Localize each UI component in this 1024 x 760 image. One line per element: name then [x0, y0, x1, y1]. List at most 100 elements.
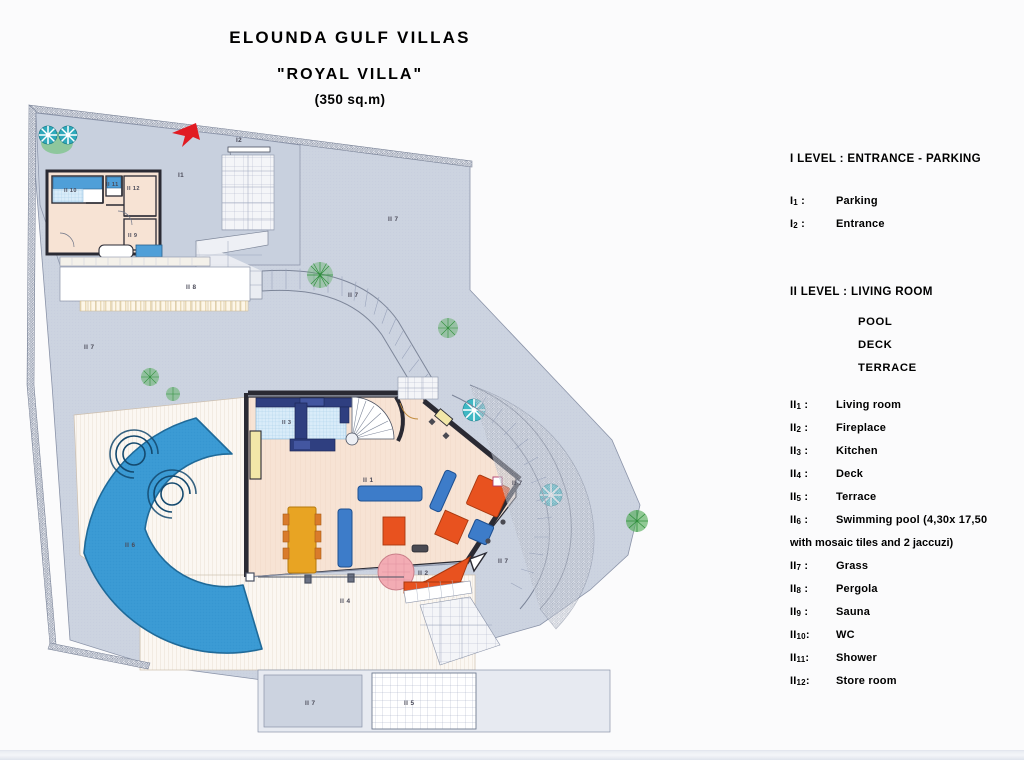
plan-label-pool: II 6 [125, 542, 136, 549]
legend-level1-heading: I LEVEL : ENTRANCE - PARKING [790, 152, 982, 165]
legend-key-swimming-pool: II6 : [790, 514, 809, 526]
legend-label-fireplace: Fireplace [836, 422, 887, 434]
plan-label-entrance: I2 [236, 137, 242, 144]
palm-tree-icon [38, 125, 58, 145]
legend-key-fireplace: II2 : [790, 422, 809, 434]
legend-level2-heading: II LEVEL : LIVING ROOM [790, 285, 933, 298]
living-room-building: II 1 II 3 [244, 390, 522, 594]
terrace-area: II 7 II 5 [257, 669, 611, 733]
lounge-ottoman [434, 509, 469, 545]
plan-title-block: ELOUNDA GULF VILLAS "ROYAL VILLA" (350 s… [0, 28, 700, 107]
tv-unit [411, 544, 429, 553]
legend-item-parking: I1 : Parking [790, 195, 1022, 218]
legend-label-shower: Shower [836, 652, 877, 664]
plan-label-grass-lower-right: II 7 [498, 558, 509, 565]
plan-label-store-room: II 12 [127, 186, 140, 192]
dining-table [282, 506, 322, 574]
legend-item-wc: II10: WC [790, 629, 1022, 652]
legend-label-pergola: Pergola [836, 583, 878, 595]
ottoman-orange [382, 516, 406, 546]
legend-item-living-room: II1 : Living room [790, 399, 1022, 422]
pergola-area: II 8 [59, 266, 251, 312]
legend-label-kitchen: Kitchen [836, 445, 878, 457]
plan-label-living-room: II 1 [363, 477, 374, 484]
legend-label-grass: Grass [836, 560, 869, 572]
legend-subhead-deck: DECK [858, 339, 893, 351]
boundary-wall-southwest [47, 642, 151, 670]
palm-tree-icon [58, 125, 78, 145]
legend-item-grass: II7 : Grass [790, 560, 1022, 583]
legend-item-fireplace: II2 : Fireplace [790, 422, 1022, 445]
legend-key-store-room: II12: [790, 675, 810, 687]
legend-item-terrace: II5 : Terrace [790, 491, 1022, 514]
legend-item-pergola: II8 : Pergola [790, 583, 1022, 606]
legend-key-pergola: II8 : [790, 583, 809, 595]
spiral-staircase [345, 395, 405, 446]
jacuzzi-2 [147, 469, 197, 519]
legend-label-deck: Deck [836, 468, 864, 480]
bush-icon-mid [307, 262, 333, 288]
plan-label-grass-top: II 7 [388, 216, 399, 223]
legend-subhead-terrace: TERRACE [858, 362, 917, 374]
plan-label-wc: II 10 [64, 188, 77, 194]
plan-label-grass-right: II 7 [512, 480, 523, 487]
legend-item-sauna: II9 : Sauna [790, 606, 1022, 629]
legend-label-living-room: Living room [836, 399, 902, 411]
legend-item-swimming-pool: II6 : Swimming pool (4,30x 17,50 [790, 514, 1022, 537]
entrance-area: I2 [221, 137, 275, 231]
page-title: ELOUNDA GULF VILLAS [229, 28, 471, 47]
legend-key-living-room: II1 : [790, 399, 809, 411]
plan-label-pergola: II 8 [186, 284, 197, 291]
plan-label-kitchen: II 3 [282, 420, 291, 426]
legend-label-parking: Parking [836, 195, 878, 207]
legend-subhead-pool: POOL [858, 316, 893, 328]
bush-icon-se [626, 510, 648, 532]
legend-label-wc: WC [836, 629, 855, 641]
fireplace [377, 553, 415, 591]
legend-item-deck: II4 : Deck [790, 468, 1022, 491]
armchair-blue [467, 518, 495, 546]
bush-icon-left-lower [166, 387, 180, 401]
swimming-pool: II 6 [83, 417, 263, 654]
legend-key-entrance: I2 : [790, 218, 806, 230]
seat-yellow [434, 408, 454, 427]
legend-item-kitchen: II3 : Kitchen [790, 445, 1022, 468]
legend-key-terrace: II5 : [790, 491, 809, 503]
plan-label-grass-mid: II 7 [348, 292, 359, 299]
garden-paths-southeast [403, 384, 595, 666]
bush-icon-right [438, 318, 458, 338]
plan-label-grass-left: II 7 [84, 344, 95, 351]
legend-key-wc: II10: [790, 629, 810, 641]
legend-label-swimming-pool: Swimming pool (4,30x 17,50 [836, 514, 988, 526]
legend-label-sauna: Sauna [836, 606, 871, 618]
legend-label-entrance: Entrance [836, 218, 885, 230]
legend-key-deck: II4 : [790, 468, 809, 480]
lounge-sofa [429, 469, 457, 513]
sofa-horizontal [357, 485, 423, 502]
north-arrow-marker [172, 123, 200, 147]
legend-item-store-room: II12: Store room [790, 675, 1022, 698]
sideboard [249, 430, 262, 480]
jacuzzi-1 [109, 429, 159, 479]
tree-group-top-left [38, 125, 78, 154]
legend-key-shower: II11: [790, 652, 810, 664]
plan-label-grass-bottom: II 7 [305, 700, 316, 707]
site-floor-plan-drawing: II 7 II 7 II 7 I1 I2 [26, 104, 648, 733]
legend-label-swimming-pool-continued: with mosaic tiles and 2 jaccuzi) [790, 537, 954, 549]
legend-key-kitchen: II3 : [790, 445, 809, 457]
plan-label-sauna: II 9 [128, 233, 137, 239]
corner-detail [469, 551, 488, 573]
villa-name: "ROYAL VILLA" [276, 66, 424, 83]
plan-label-fireplace: II 2 [418, 570, 429, 577]
plan-label-terrace: II 5 [404, 700, 415, 707]
kitchen-area: II 3 [255, 397, 357, 452]
legend-panel: I LEVEL : ENTRANCE - PARKING I1 : Parkin… [790, 152, 1022, 698]
legend-item-shower: II11: Shower [790, 652, 1022, 675]
legend-key-grass: II7 : [790, 560, 809, 572]
legend-item-entrance: I2 : Entrance [790, 218, 1022, 241]
sofa-vertical [337, 508, 353, 568]
legend-label-store-room: Store room [836, 675, 897, 687]
legend-key-parking: I1 : [790, 195, 806, 207]
legend-key-sauna: II9 : [790, 606, 809, 618]
